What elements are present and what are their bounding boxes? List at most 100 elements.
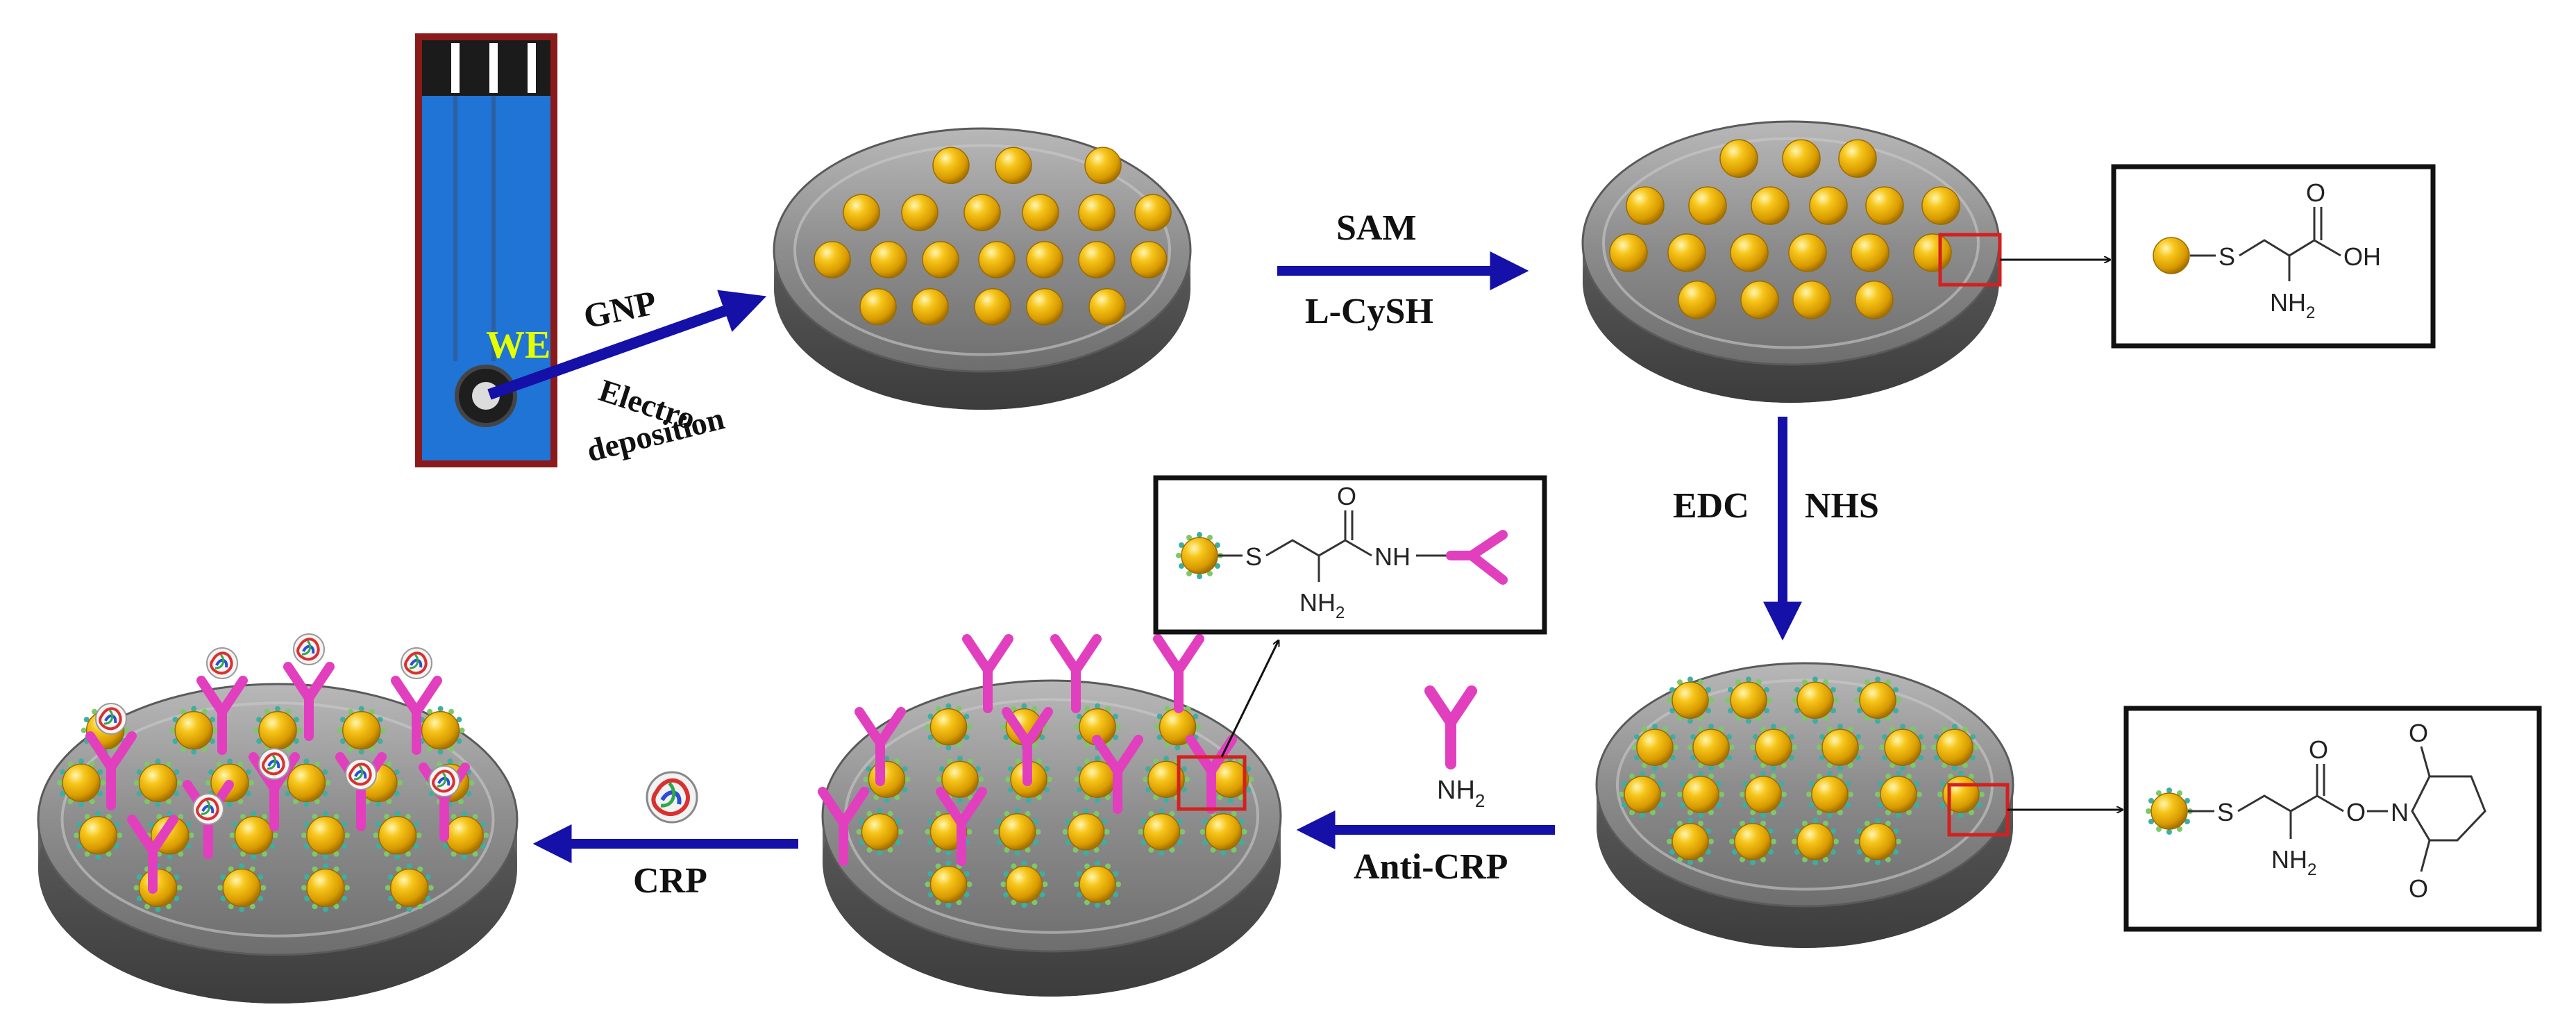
inset2-o-bottom: O [2409,874,2428,903]
antibody-icon [391,676,442,755]
gold-nanoparticle-icon [936,756,984,803]
inset2-s: S [2217,798,2234,826]
inset1-oh: OH [2343,242,2381,271]
gold-sphere-icon [2146,788,2193,835]
inset-amide-box: S NH2 O NH [1153,475,1547,635]
antibody-icon [196,676,248,755]
gold-nanoparticle-icon [1838,139,1877,178]
gold-nanoparticle-icon [1740,770,1787,818]
gold-nanoparticle-icon [1719,139,1758,178]
screen-printed-electrode: WE [415,33,557,467]
gold-nanoparticle-icon [1088,288,1126,326]
gold-nanoparticle-icon [1806,770,1853,818]
gold-nanoparticle-icon [1751,186,1790,225]
gold-nanoparticle-icon [1026,288,1063,326]
gold-nanoparticle-icon [995,147,1032,185]
gold-nanoparticle-icon [932,147,970,185]
gold-nanoparticle-icon [993,808,1041,856]
gold-nanoparticle-icon [1667,817,1714,865]
gold-sphere-icon [1176,532,1223,579]
gold-nanoparticle-icon [217,863,267,913]
gold-nanoparticle-icon [1725,676,1772,724]
inset-cysteine-box: S NH2 O OH [2111,164,2436,349]
gold-sphere-icon [2153,237,2190,274]
gold-nanoparticle-icon [282,758,331,808]
arrow-gnp [487,290,767,400]
gold-nanoparticle-icon [925,703,973,751]
gold-nanoparticle-icon [1854,817,1901,865]
gold-nanoparticle-icon [1084,147,1122,185]
gold-nanoparticle-icon [1667,676,1714,724]
crp-label: CRP [633,861,707,901]
gold-nanoparticle-icon [1809,186,1848,225]
gold-nanoparticle-icon [1078,241,1116,278]
crp-protein-icon [206,647,238,679]
inset3-nh: NH [1374,542,1411,571]
disk-gnp [773,127,1192,410]
gold-nanoparticle-icon [1626,186,1665,225]
crp-protein-icon [192,793,224,825]
inset1-nh2: NH2 [2270,288,2315,322]
gold-nanoparticle-icon [1062,808,1110,856]
anti-crp-label: Anti-CRP [1354,847,1508,887]
inset1-o: O [2306,178,2325,207]
gold-nanoparticle-icon [1782,139,1821,178]
inset2-o-top: O [2409,719,2428,747]
free-antibody-icon: NH2 [1424,685,1485,811]
inset3-nh2: NH2 [1299,588,1345,622]
gold-nanoparticle-icon [856,808,904,856]
gold-nanoparticle-icon [1619,770,1666,818]
inset2-nh2: NH2 [2271,845,2316,879]
gold-nanoparticle-icon [911,288,949,326]
gold-nanoparticle-icon [1687,724,1735,772]
edc-label: EDC [1673,486,1749,526]
crp-protein-icon [428,765,460,797]
step-arrows [487,251,1802,863]
gold-nanoparticle-icon [1130,241,1168,278]
gold-nanoparticle-icon [1792,280,1831,319]
inset2-n: N [2391,798,2409,826]
gold-nanoparticle-icon [1074,860,1121,908]
gold-nanoparticle-icon [1631,724,1678,772]
inset3-s: S [1245,542,1262,571]
gold-nanoparticle-icon [2146,788,2193,835]
inset1-s: S [2219,242,2235,271]
gnp-label: GNP [580,283,660,336]
gold-nanoparticle-icon [974,288,1011,326]
gold-nanoparticle-icon [1729,817,1776,865]
gold-nanoparticle-icon [1677,770,1724,818]
gold-nanoparticle-icon [843,194,880,231]
gold-nanoparticle-icon [301,810,350,860]
gold-nanoparticle-icon [1022,194,1059,231]
gold-nanoparticle-icon [1143,756,1190,803]
antibody-icon [85,731,137,810]
gold-nanoparticle-icon [1176,532,1223,579]
gold-nanoparticle-icon [922,241,959,278]
gold-nanoparticle-icon [74,810,123,860]
gold-nanoparticle-icon [1000,860,1048,908]
gold-nanoparticle-icon [1199,808,1247,856]
gold-nanoparticle-icon [2153,237,2190,274]
gold-nanoparticle-icon [1788,233,1827,272]
antibody-icon [1092,735,1143,814]
gold-nanoparticle-icon [859,288,897,326]
crp-protein-icon [293,633,325,665]
gold-nanoparticle-icon [1792,817,1839,865]
inset3-o: O [1337,482,1356,510]
gold-nanoparticle-icon [1740,280,1779,319]
gold-nanoparticle-icon [1154,703,1202,751]
gold-nanoparticle-icon [133,758,183,808]
gold-nanoparticle-icon [1074,703,1121,751]
gold-nanoparticle-icon [901,194,938,231]
lcysh-label: L-CySH [1305,292,1433,331]
inset2-o-ester: O [2346,798,2366,826]
gold-nanoparticle-icon [870,241,907,278]
gold-nanoparticle-icon [385,863,434,913]
crp-protein-icon [646,771,698,824]
disk-edc-nhs [1595,662,2014,948]
antibody-icon [818,787,869,866]
crp-protein-icon [95,703,127,735]
gold-nanoparticle-icon [301,863,350,913]
